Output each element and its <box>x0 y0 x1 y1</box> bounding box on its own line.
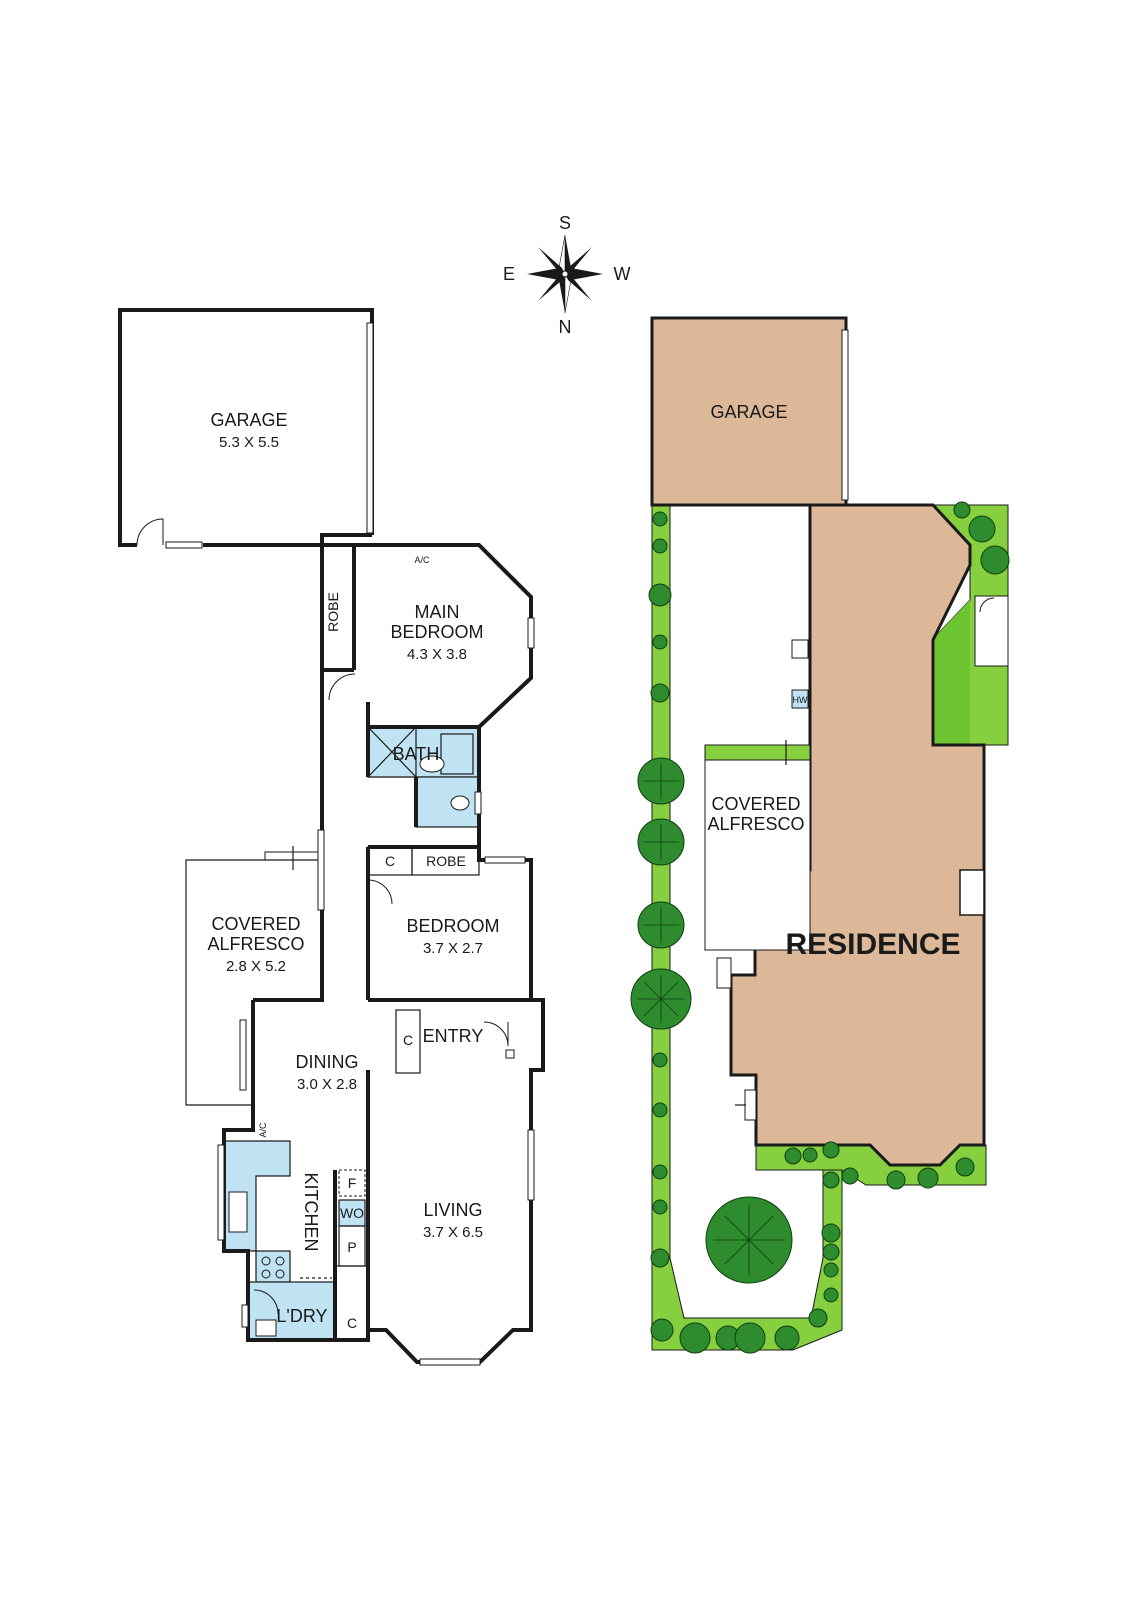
garage-dims: 5.3 X 5.5 <box>219 434 279 451</box>
main-bedroom-label-1: MAIN <box>415 602 460 622</box>
bedroom-label: BEDROOM <box>406 916 499 936</box>
laundry-label: L'DRY <box>276 1306 327 1326</box>
kitchen-label: KITCHEN <box>301 1172 321 1251</box>
compass-west-label: W <box>614 264 631 284</box>
site-garage <box>650 316 848 507</box>
entry-label: ENTRY <box>423 1026 484 1046</box>
compass-east-label: E <box>503 264 515 284</box>
compass-rose-icon <box>527 234 603 314</box>
residence-building <box>729 503 986 1167</box>
fridge-space <box>338 1169 366 1197</box>
residence-label: RESIDENCE <box>785 928 960 961</box>
dining-label: DINING <box>296 1052 359 1072</box>
site-garage-label: GARAGE <box>710 402 787 422</box>
floor-plan <box>118 308 545 1366</box>
ac-top-label: A/C <box>414 555 430 565</box>
main-bedroom-dims: 4.3 X 3.8 <box>407 646 467 663</box>
robe-bedroom-label: ROBE <box>426 853 466 869</box>
dining-dims: 3.0 X 2.8 <box>297 1076 357 1093</box>
site-alfresco-label-2: ALFRESCO <box>707 814 804 834</box>
pantry-label: P <box>347 1239 356 1255</box>
garden-border <box>651 504 843 1351</box>
ac-kitchen-label: A/C <box>258 1122 268 1138</box>
bedroom-dims: 3.7 X 2.7 <box>423 940 483 957</box>
hot-water-label: HW <box>793 695 808 705</box>
living-dims: 3.7 X 6.5 <box>423 1224 483 1241</box>
wall-oven-label: WO <box>340 1205 364 1221</box>
bath-label: BATH <box>393 744 440 764</box>
bathtub <box>440 733 474 775</box>
site-covered-alfresco <box>704 744 811 951</box>
compass-south-label: S <box>559 213 571 233</box>
laundry-tub-icon <box>255 1319 277 1337</box>
entry-c-label: C <box>403 1032 413 1048</box>
compass-north-label: N <box>559 317 572 337</box>
covered-alfresco-label-2: ALFRESCO <box>207 934 304 954</box>
fridge-label: F <box>348 1175 357 1191</box>
cooktop <box>255 1250 291 1283</box>
site-plan <box>650 316 1009 1351</box>
robe-main-label: ROBE <box>325 592 341 632</box>
laundry-c-label: C <box>347 1315 357 1331</box>
covered-alfresco-label-1: COVERED <box>211 914 300 934</box>
garage-label: GARAGE <box>210 410 287 430</box>
site-alfresco-label-1: COVERED <box>711 794 800 814</box>
main-bedroom-label-2: BEDROOM <box>390 622 483 642</box>
sink-icon <box>228 1191 248 1233</box>
tree-icons <box>630 501 1010 1354</box>
toilet-icon <box>450 795 470 811</box>
hot-water-unit <box>791 689 809 709</box>
c-bedroom-label: C <box>385 853 395 869</box>
living-label: LIVING <box>423 1200 482 1220</box>
covered-alfresco-dims: 2.8 X 5.2 <box>226 958 286 975</box>
